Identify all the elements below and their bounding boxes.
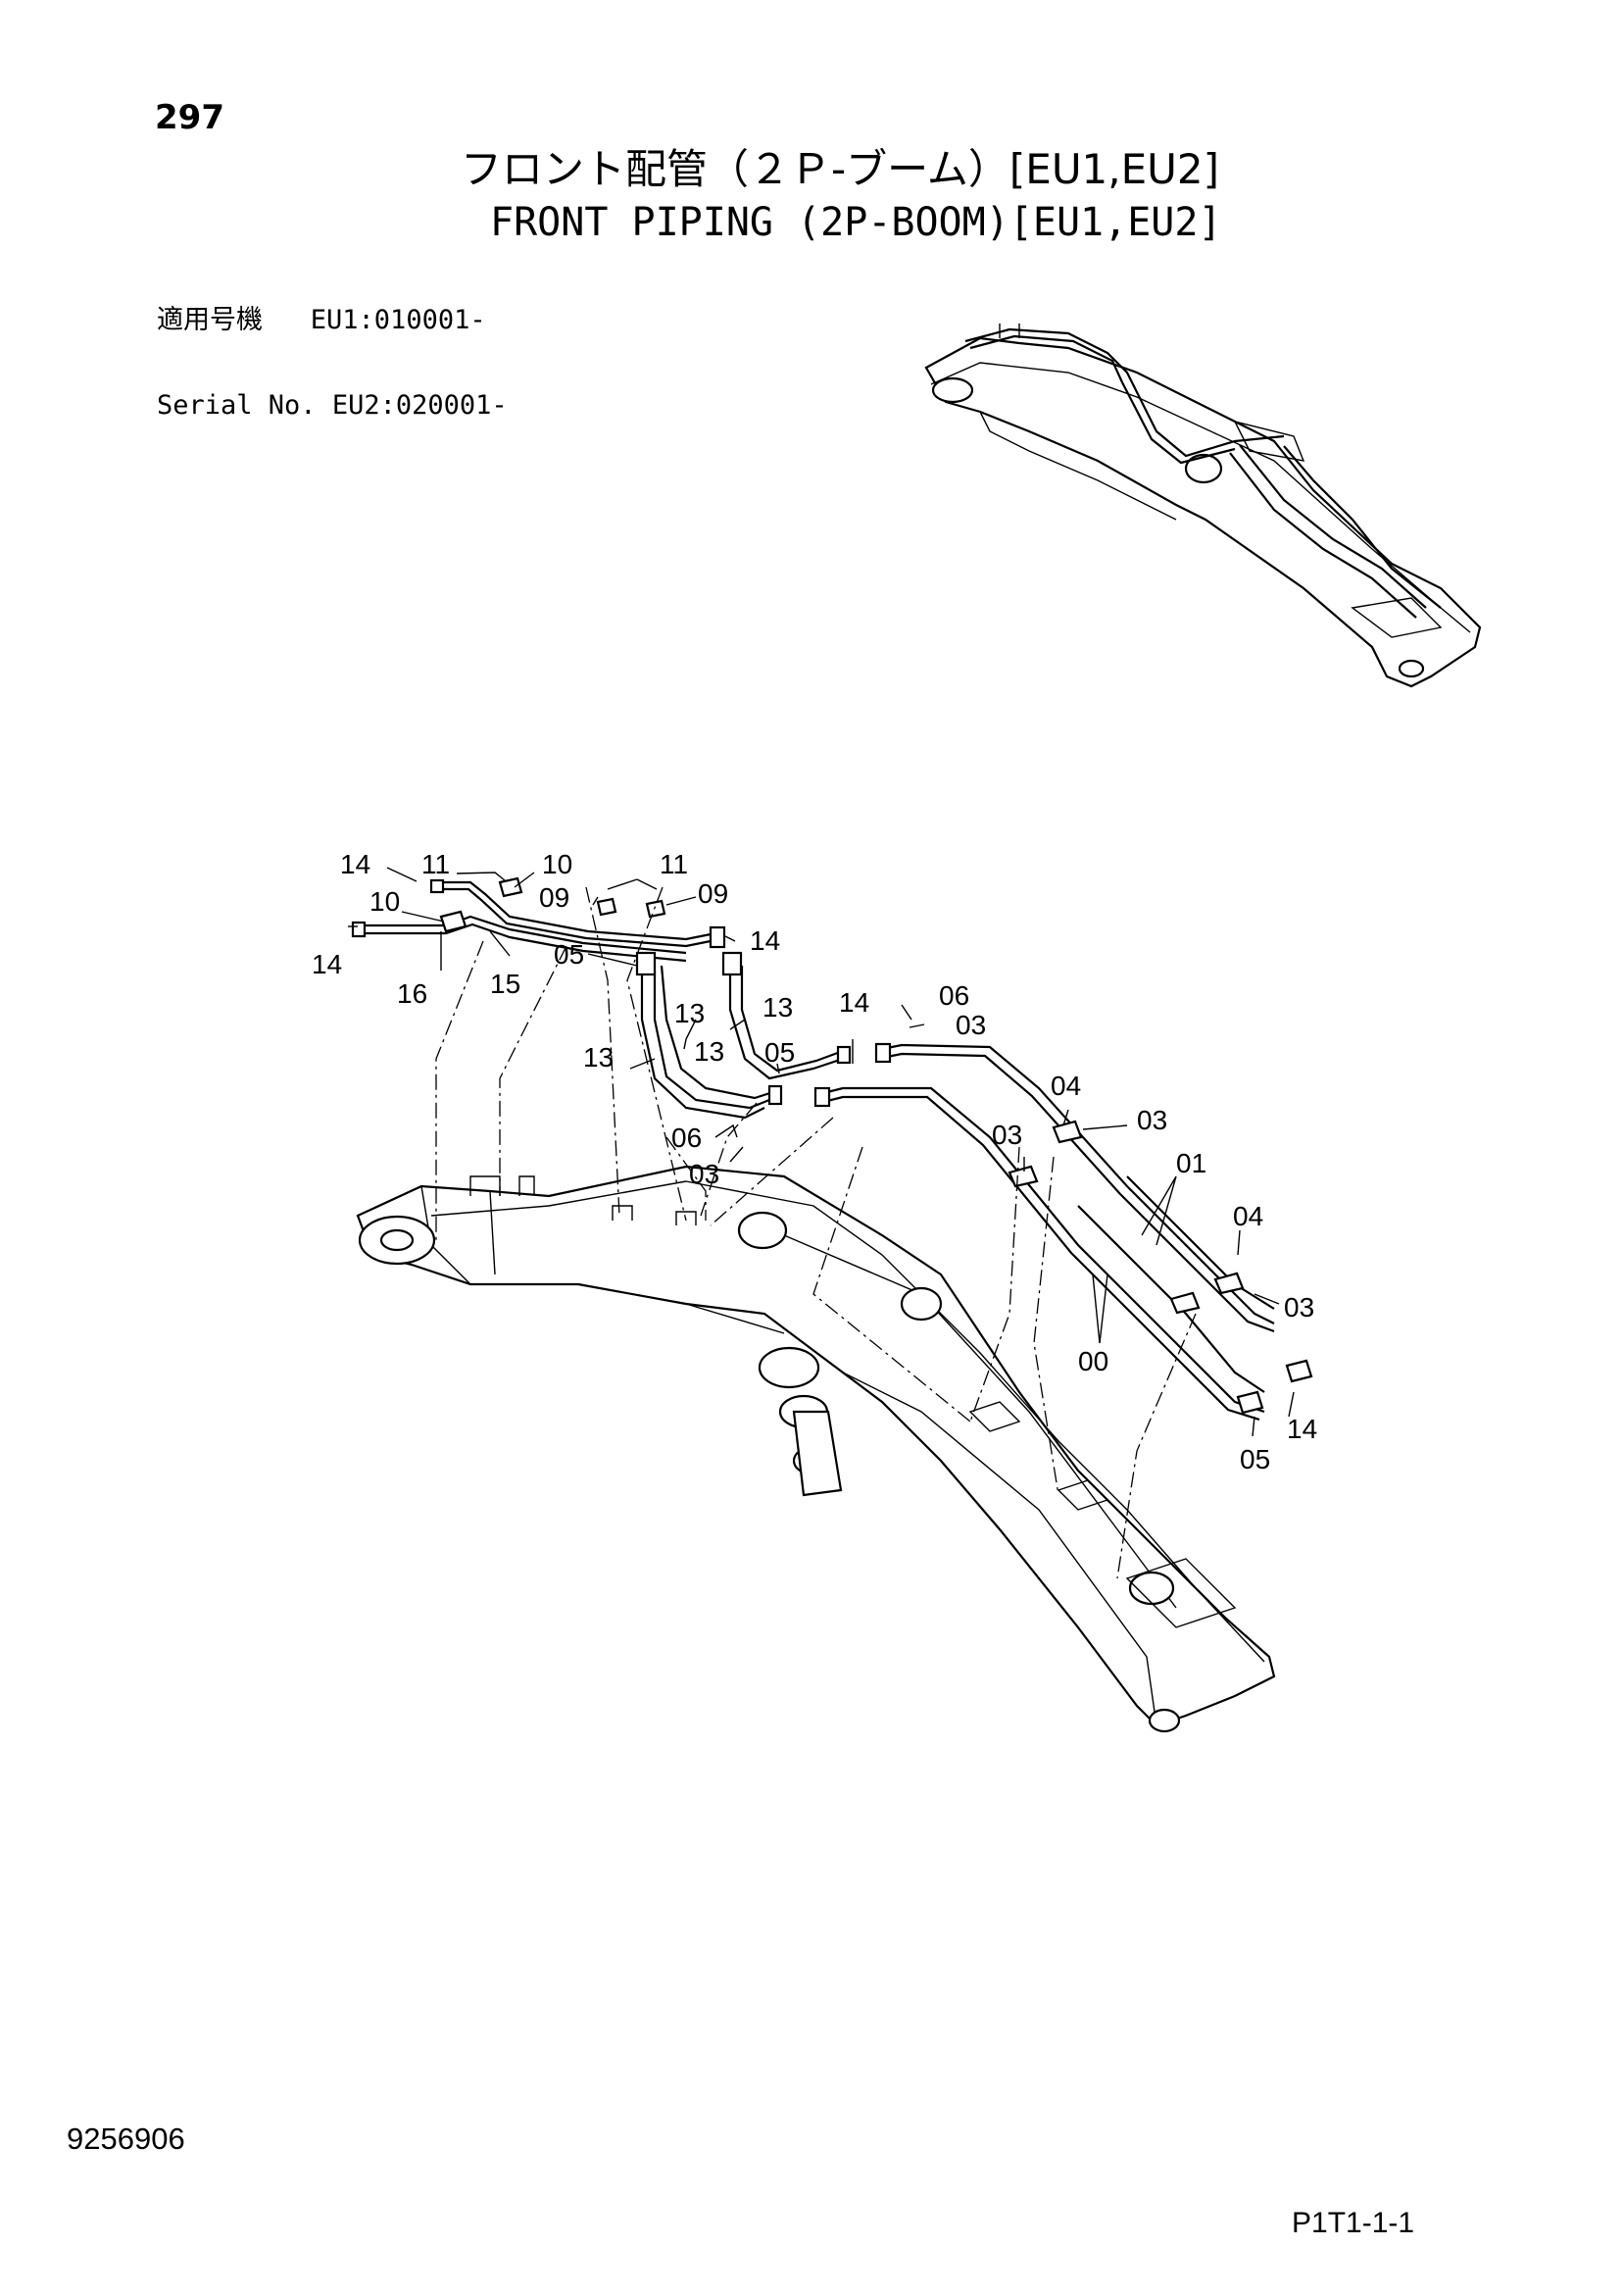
main-boom-illustration: [356, 1165, 1276, 1733]
callout-05: 05: [1240, 1444, 1270, 1474]
serial-eu2: EU2:020001-: [331, 390, 508, 421]
assembly-alignment-lines: [435, 886, 1197, 1579]
pipe-assembly-right: [813, 1042, 1313, 1422]
callout-11: 11: [660, 849, 688, 879]
callout-04: 04: [1051, 1071, 1081, 1101]
callout-03: 03: [956, 1010, 986, 1040]
callout-04: 04: [1233, 1201, 1263, 1231]
callout-11: 11: [421, 849, 450, 879]
document-number: 9256906: [67, 2121, 185, 2156]
callout-03: 03: [1284, 1292, 1314, 1323]
callout-00: 00: [1078, 1346, 1108, 1376]
part-callouts: 14 11 10 11 10 09 09 14 14 16 15 05 13 1…: [312, 849, 1317, 1474]
callout-06: 06: [671, 1123, 702, 1153]
callout-09: 09: [698, 878, 728, 909]
callout-03: 03: [689, 1159, 719, 1189]
callout-01: 01: [1176, 1148, 1206, 1178]
callout-06: 06: [939, 980, 969, 1011]
callout-10: 10: [542, 849, 572, 879]
callout-leaders: [348, 867, 1295, 1437]
callout-13: 13: [583, 1042, 614, 1073]
pipe-assembly-left: [351, 876, 726, 963]
callout-16: 16: [397, 978, 427, 1009]
serial-row-2: Serial No. EU2:020001-: [157, 391, 508, 420]
callout-13: 13: [674, 998, 705, 1028]
callout-05: 05: [764, 1037, 795, 1068]
callout-03: 03: [1137, 1105, 1167, 1135]
callout-14: 14: [839, 987, 869, 1018]
serial-row-1: 適用号機 EU1:010001-: [157, 306, 508, 334]
hose-assembly-13: [635, 951, 852, 1120]
page-number: 297: [155, 98, 224, 137]
callout-14: 14: [312, 949, 342, 979]
callout-09: 09: [539, 882, 569, 913]
callout-05: 05: [554, 939, 584, 970]
callout-13: 13: [694, 1036, 724, 1067]
callout-15: 15: [490, 969, 520, 999]
page-reference: P1T1-1-1: [1292, 2207, 1415, 2239]
serial-label-ja: 適用号機: [157, 305, 263, 335]
callout-10: 10: [369, 886, 400, 917]
serial-label-en: Serial No.: [157, 390, 317, 421]
title-japanese: フロント配管（２Ｐ-ブーム）[EU1,EU2]: [461, 145, 1220, 193]
callout-14: 14: [750, 925, 780, 956]
serial-eu1: EU1:010001-: [310, 305, 486, 335]
callout-03: 03: [992, 1120, 1022, 1150]
overview-boom-illustration: [924, 324, 1482, 688]
callout-14: 14: [1287, 1414, 1317, 1444]
title-english: FRONT PIPING (2P-BOOM)[EU1,EU2]: [490, 200, 1222, 245]
callout-14: 14: [340, 849, 370, 879]
serial-applicability: 適用号機 EU1:010001- Serial No. EU2:020001-: [157, 249, 508, 448]
callout-13: 13: [762, 992, 793, 1023]
